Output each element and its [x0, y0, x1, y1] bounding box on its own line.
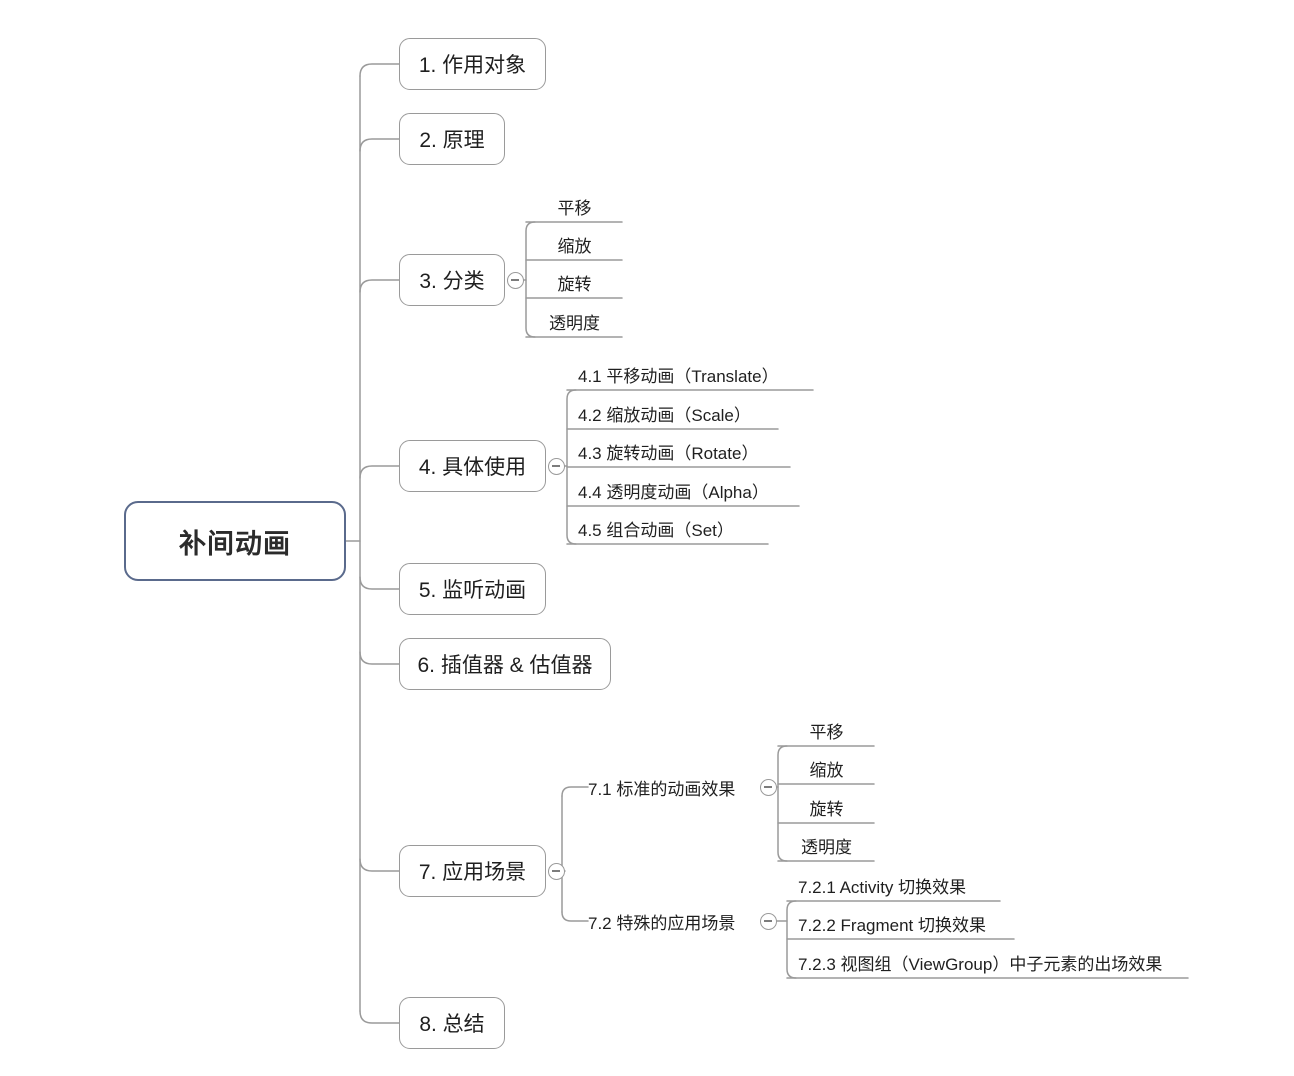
collapse-minus-icon [552, 870, 560, 872]
leaf-node[interactable]: 4.2 缩放动画（Scale） [578, 406, 751, 425]
leaf-node[interactable]: 缩放 [809, 761, 844, 780]
collapse-minus-icon [764, 920, 772, 922]
leaf-node[interactable]: 旋转 [557, 275, 592, 294]
leaf-node[interactable]: 旋转 [809, 800, 844, 819]
collapse-minus-icon [764, 786, 772, 788]
collapse-toggle-b4[interactable] [547, 457, 565, 475]
branch-node-b5[interactable]: 5. 监听动画 [399, 563, 546, 615]
leaf-node[interactable]: 7.2.2 Fragment 切换效果 [798, 916, 987, 935]
branch-node-b2[interactable]: 2. 原理 [399, 113, 505, 165]
collapse-toggle-n71[interactable] [759, 778, 777, 796]
collapse-toggle-n72[interactable] [759, 912, 777, 930]
branch-line-b3 [359, 279, 400, 293]
branch-line-b4 [359, 465, 400, 479]
branch-node-b3[interactable]: 3. 分类 [399, 254, 505, 306]
leaf-node[interactable]: 平移 [809, 723, 844, 742]
mid-node-n71[interactable]: 7.1 标准的动画效果 [588, 779, 736, 799]
leaf-node[interactable]: 7.2.3 视图组（ViewGroup）中子元素的出场效果 [798, 955, 1163, 974]
branch-node-b6[interactable]: 6. 插值器 & 估值器 [399, 638, 611, 690]
collapse-toggle-b7[interactable] [547, 862, 565, 880]
collapse-minus-icon [511, 279, 519, 281]
branch-node-b8[interactable]: 8. 总结 [399, 997, 505, 1049]
branch-line-b7 [359, 858, 400, 872]
collapse-toggle-b3[interactable] [506, 271, 524, 289]
branch-line-b2 [359, 138, 400, 152]
branch-node-b1[interactable]: 1. 作用对象 [399, 38, 546, 90]
leaf-node[interactable]: 4.5 组合动画（Set） [578, 521, 734, 540]
mid-node-n72[interactable]: 7.2 特殊的应用场景 [588, 913, 736, 933]
leaf-node[interactable]: 平移 [557, 199, 592, 218]
leaf-node[interactable]: 透明度 [801, 838, 852, 857]
branch-line-b1 [359, 63, 400, 77]
leaf-node[interactable]: 透明度 [549, 314, 600, 333]
collapse-minus-icon [552, 465, 560, 467]
branch-line-b8 [359, 1010, 400, 1024]
leaf-node[interactable]: 7.2.1 Activity 切换效果 [798, 878, 967, 897]
branch-line-b6 [359, 651, 400, 665]
group7-line-n72 [561, 911, 589, 922]
leaf-node[interactable]: 缩放 [557, 237, 592, 256]
branch-node-b7[interactable]: 7. 应用场景 [399, 845, 546, 897]
branch-node-b4[interactable]: 4. 具体使用 [399, 440, 546, 492]
leaf-node[interactable]: 4.3 旋转动画（Rotate） [578, 444, 759, 463]
root-node[interactable]: 补间动画 [124, 501, 346, 581]
group7-line-n71 [561, 786, 589, 797]
leaf-node[interactable]: 4.4 透明度动画（Alpha） [578, 483, 769, 502]
leaf-node[interactable]: 4.1 平移动画（Translate） [578, 367, 779, 386]
branch-line-b5 [359, 576, 400, 590]
